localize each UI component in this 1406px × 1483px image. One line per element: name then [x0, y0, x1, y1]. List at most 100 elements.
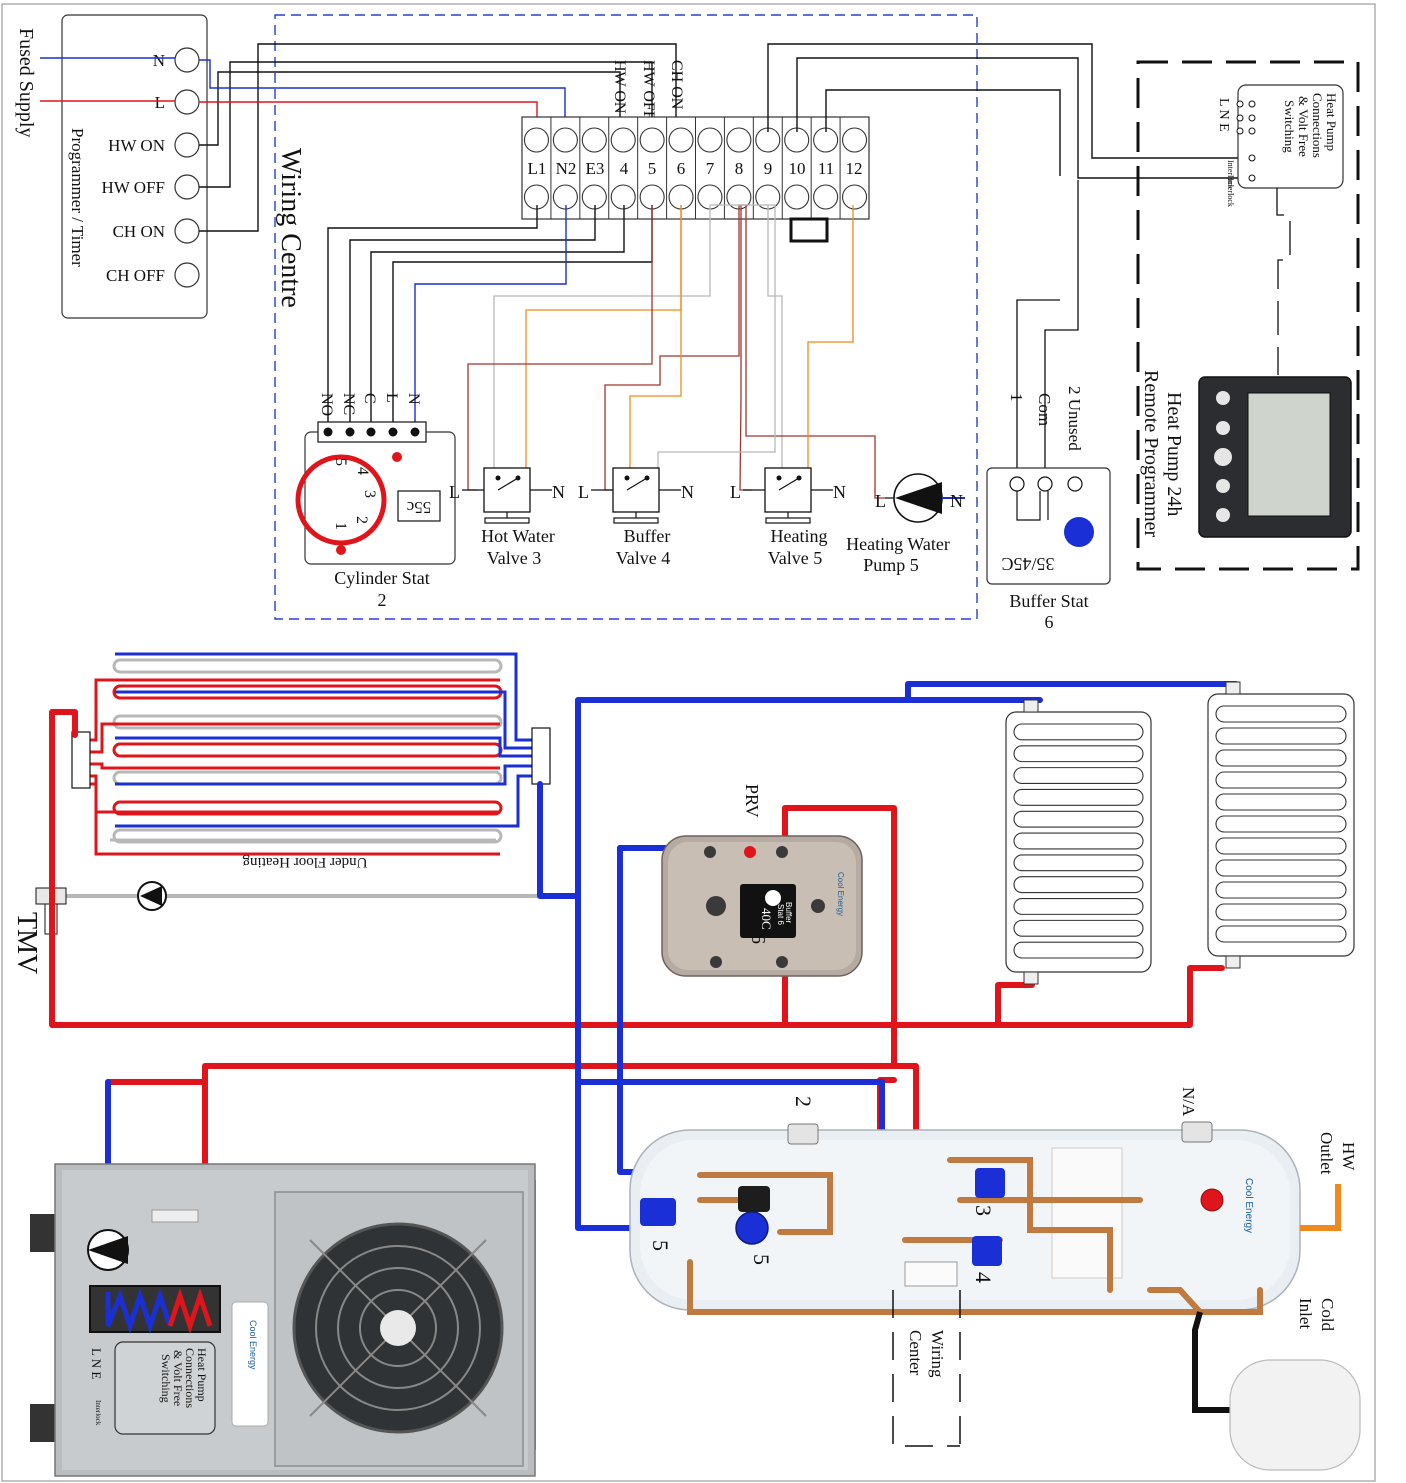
buffer-stat: 35/45C 1 Com 2 Unused Buffer Stat 6	[986, 180, 1111, 632]
ufh-loop	[112, 658, 503, 674]
radiator-2	[1207, 681, 1355, 969]
prog-terminal-hw-on: HW ON	[108, 136, 165, 155]
hp-unit-lne: L N E	[89, 1348, 104, 1379]
wiring-center-unit	[904, 1261, 958, 1287]
cold-inlet-1: Cold	[1318, 1298, 1337, 1332]
terminal-7: 7	[706, 159, 715, 178]
terminal-to-cylinder-stat-wires	[327, 205, 653, 430]
prog-terminal-n: N	[153, 51, 165, 70]
remote-button-power-icon[interactable]	[1214, 448, 1232, 466]
remote-buttons	[1214, 391, 1232, 522]
buffer-stat-label: Buffer Stat	[1009, 591, 1088, 611]
hp-unit-title-3: & Volt Free	[171, 1350, 185, 1406]
buffer-stat-6-box	[740, 884, 796, 938]
terminal-block: L1 N2 E3 4 5 6 7 8 9 10 11 12	[521, 116, 870, 220]
cylinder-brand: Cool Energy	[1243, 1178, 1254, 1233]
radiators	[1005, 681, 1355, 985]
cylstat-terminal-nc: NC	[340, 393, 357, 415]
dial-3: 3	[361, 490, 378, 498]
valve-3-actuator	[975, 1168, 1005, 1198]
terminal-n2: N2	[556, 159, 577, 178]
prog-terminal-hw-off: HW OFF	[102, 178, 165, 197]
cylinder-stat-pointer	[336, 545, 346, 555]
buffer-tank-label-1: Buffer	[784, 902, 793, 924]
terminal-screw-top	[552, 127, 578, 153]
ufh-manifold-right	[531, 727, 551, 785]
cylinder-num-5b: 5	[749, 1254, 774, 1265]
hp-unit-interlock: Interlock	[94, 1400, 102, 1426]
bufstat-terminal-1: 1	[1007, 393, 1026, 402]
heating-water-pump: L N Heating Water Pump 5	[846, 473, 965, 575]
neutral-to-cylinder-stat	[414, 205, 567, 430]
tmv-assembly: TMV	[11, 881, 540, 974]
dial-5: 5	[332, 458, 349, 466]
valve-label-line2: Valve 5	[768, 548, 822, 568]
dial-1: 1	[332, 522, 349, 530]
buffer-tank-brand: Cool Energy	[836, 872, 845, 916]
cylstat-terminal-no: NO	[318, 393, 335, 416]
hw-outlet-2: Outlet	[1317, 1132, 1336, 1175]
bufstat-terminal-com: Com	[1035, 393, 1054, 426]
wiring-center-label-2: Center	[906, 1330, 925, 1376]
valve-label-line1: Hot Water	[481, 526, 555, 546]
buffer-stat-setpoint: 35/45C	[1001, 554, 1054, 574]
cylinder-na: N/A	[1179, 1087, 1198, 1117]
programmer-to-terminal-wires	[199, 43, 677, 232]
terminal-link-10-11	[789, 217, 829, 243]
valve-term-l: L	[449, 482, 460, 502]
hot-water-cylinder: Cool Energy 2 N/A HW Outlet Cold Inlet	[629, 1087, 1361, 1471]
remote-button-down-icon[interactable]	[1216, 508, 1230, 522]
cylinder-stat-label: Cylinder Stat	[334, 568, 430, 588]
remote-button-clock-icon[interactable]	[1216, 391, 1230, 405]
ufh-label: Under Floor Heating	[242, 854, 367, 870]
terminal-screw-bottom	[581, 184, 607, 210]
pump-label-1: Heating Water	[846, 534, 950, 554]
cylstat-terminal-l: L	[383, 393, 400, 403]
heat-pump-control-enclosure: Heat Pump Connections & Volt Free Switch…	[1136, 60, 1360, 571]
terminal-to-valves-wires	[467, 204, 885, 499]
programmer-timer: N L HW ON HW OFF CH ON CH OFF Programmer…	[61, 14, 208, 319]
terminal-screw-bottom	[841, 184, 868, 210]
ufh-loop	[112, 714, 503, 730]
prog-terminal-l: L	[155, 93, 165, 112]
valve-4-actuator	[972, 1236, 1002, 1266]
remote-label-1: Heat Pump 24h	[1163, 392, 1185, 516]
cylinder-num-3: 3	[971, 1205, 996, 1216]
buffer-tank-label-2: Stat 6	[776, 904, 785, 925]
terminal-to-heat-pump-wires	[767, 43, 1240, 179]
terminal-8: 8	[735, 159, 744, 178]
remote-button-mode-icon[interactable]	[1216, 421, 1230, 435]
terminal-11: 11	[818, 159, 834, 178]
valve-term-n: N	[552, 482, 565, 502]
hp-unit-title-1: Heat Pump	[195, 1348, 209, 1402]
wiring-center-label-1: Wiring	[928, 1330, 947, 1378]
terminal-5: 5	[648, 159, 657, 178]
hp-unit-title-2: Connections	[183, 1348, 197, 1408]
terminal-screw-top	[639, 127, 665, 153]
terminal-12: 12	[846, 159, 863, 178]
outer-frame	[1, 3, 1376, 1482]
terminal-4: 4	[620, 159, 629, 178]
pump-term-n: N	[950, 491, 963, 511]
valve-label-line2: Valve 4	[616, 548, 670, 568]
ufh-manifold-left	[71, 731, 91, 789]
programmer-caption: Programmer / Timer	[68, 128, 87, 267]
valve-5-actuator	[640, 1198, 676, 1226]
cylstat-terminal-n: N	[405, 393, 422, 405]
terminal-screw-top	[610, 127, 636, 153]
wiring-centre-label: Wiring Centre	[275, 148, 306, 308]
prog-terminal-ch-off: CH OFF	[106, 266, 165, 285]
hw-outlet-1: HW	[1339, 1142, 1358, 1171]
remote-button-up-icon[interactable]	[1216, 479, 1230, 493]
cylinder-num-5a: 5	[648, 1240, 673, 1251]
remote-label-2: Remote Programmer	[1140, 370, 1162, 538]
terminal-screw-bottom	[813, 184, 839, 210]
cylinder-pump-icon	[735, 1211, 769, 1245]
incoming-hw-off-label: HW OFF	[640, 60, 657, 120]
hp-box-lne: L N E	[1216, 98, 1231, 132]
buffer-stat-dial	[1064, 517, 1094, 547]
cylinder-stat-dial	[295, 454, 387, 546]
